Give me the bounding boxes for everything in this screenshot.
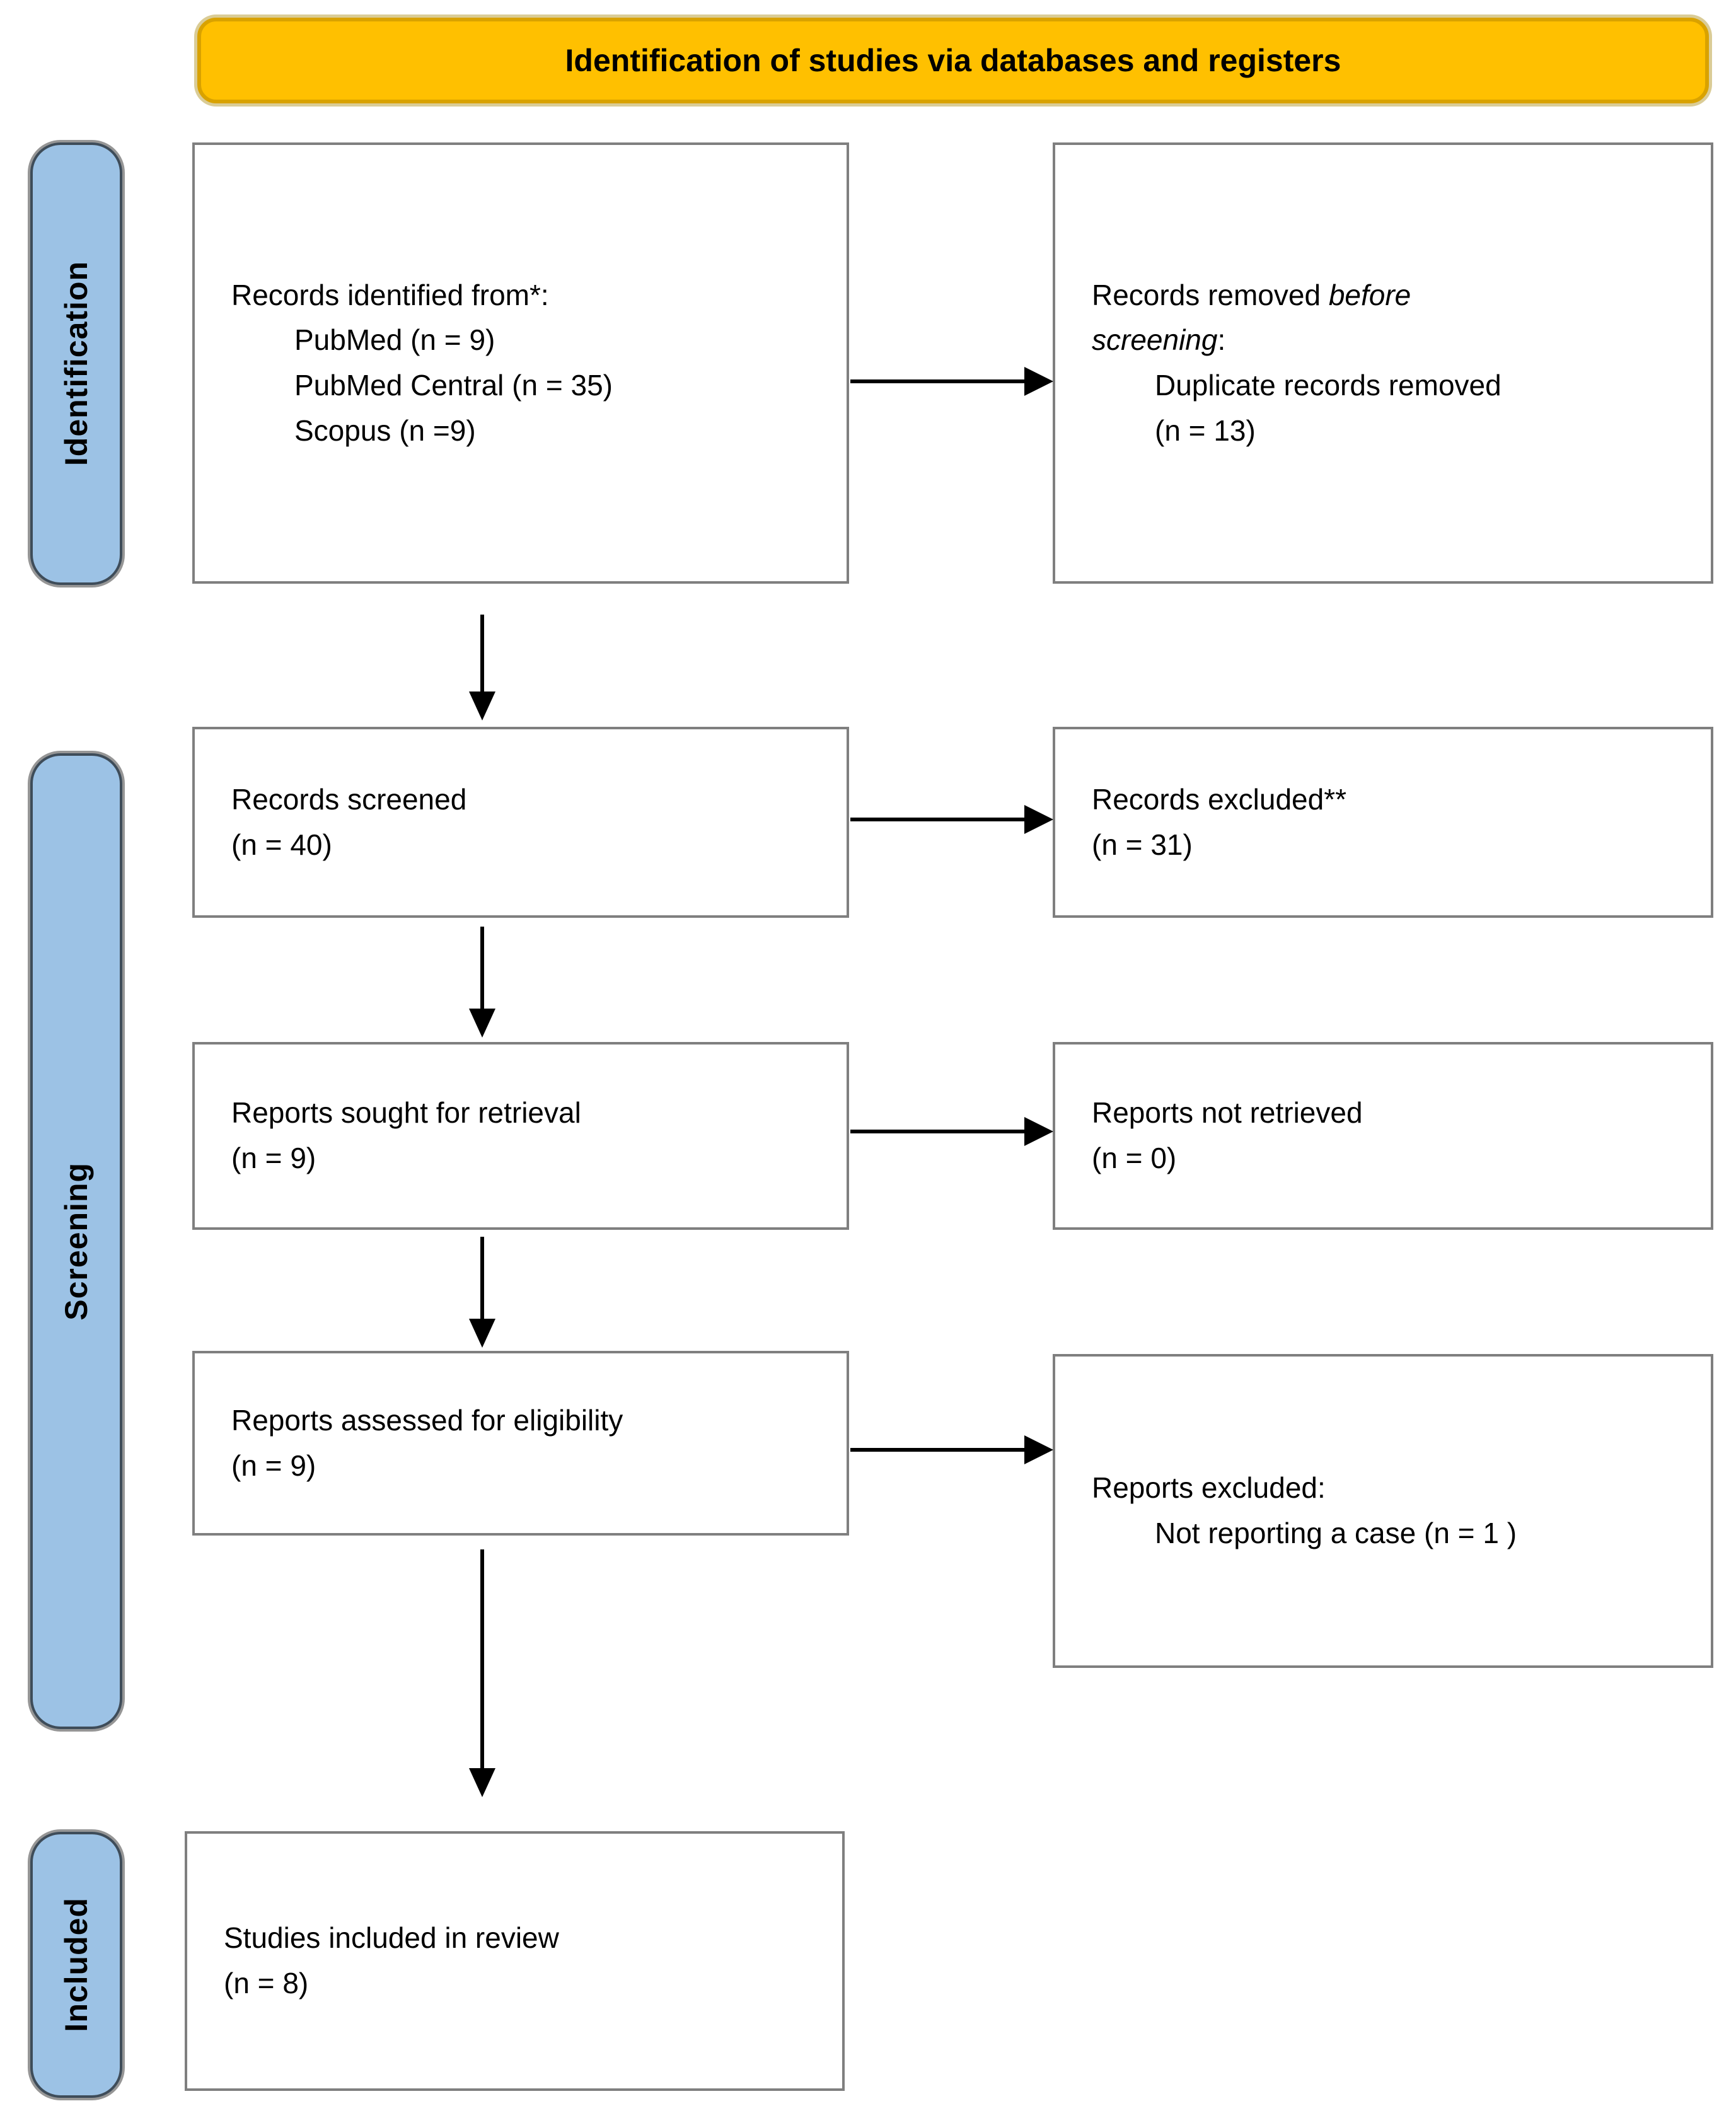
phase-label-included: Included [59, 1897, 94, 2032]
excluded-reason: Not reporting a case (n = 1 ) [1155, 1517, 1517, 1549]
box-records-removed: Records removed before screening: Duplic… [1053, 142, 1713, 584]
arrow-sought-to-assessed [480, 1237, 484, 1319]
title-colon: : [1217, 323, 1226, 357]
box-count: (n = 0) [1092, 1142, 1177, 1174]
box-title-line1: Records removed before [1092, 273, 1692, 318]
box-records-excluded: Records excluded** (n = 31) [1053, 727, 1713, 918]
box-title: Reports not retrieved [1092, 1096, 1363, 1130]
title-italic-part: before [1328, 278, 1411, 311]
box-title: Reports assessed for eligibility [231, 1403, 623, 1437]
box-reports-sought: Reports sought for retrieval (n = 9) [192, 1042, 849, 1230]
box-count: (n = 9) [231, 1142, 316, 1174]
title-normal-part: Records removed [1092, 278, 1329, 311]
arrow-assessed-to-included [480, 1549, 484, 1768]
box-reports-assessed: Reports assessed for eligibility (n = 9) [192, 1351, 849, 1536]
box-count: (n = 9) [231, 1449, 316, 1482]
box-count: (n = 40) [231, 828, 332, 861]
source-pubmed-central: PubMed Central (n = 35) [294, 369, 613, 402]
arrow-identified-to-screened [480, 615, 484, 692]
box-title: Records screened [231, 782, 467, 816]
box-count: (n = 8) [224, 1967, 309, 1999]
arrow-screened-to-sought [480, 927, 484, 1009]
box-reports-not-retrieved: Reports not retrieved (n = 0) [1053, 1042, 1713, 1230]
phase-bar-included: Included [30, 1832, 122, 2098]
source-pubmed: PubMed (n = 9) [294, 323, 495, 357]
box-title: Records excluded** [1092, 782, 1347, 816]
banner: Identification of studies via databases … [197, 18, 1709, 103]
source-scopus: Scopus (n =9) [294, 414, 476, 447]
removed-detail: Duplicate records removed [1155, 369, 1502, 402]
box-title-line2: screening: [1092, 318, 1692, 363]
box-reports-excluded: Reports excluded: Not reporting a case (… [1053, 1354, 1713, 1668]
phase-label-identification: Identification [59, 261, 94, 466]
box-title: Reports sought for retrieval [231, 1096, 581, 1130]
phase-bar-screening: Screening [30, 753, 122, 1729]
arrow-sought-to-notretrieved [850, 1130, 1024, 1133]
arrow-assessed-to-excluded [850, 1448, 1024, 1452]
title-italic-part2: screening [1092, 323, 1218, 357]
phase-bar-identification: Identification [30, 142, 122, 585]
box-studies-included: Studies included in review (n = 8) [185, 1831, 845, 2091]
banner-title: Identification of studies via databases … [565, 43, 1341, 78]
box-title: Studies included in review [224, 1921, 559, 1955]
phase-label-screening: Screening [59, 1162, 94, 1321]
box-records-identified: Records identified from*: PubMed (n = 9)… [192, 142, 849, 584]
box-title: Reports excluded: [1092, 1471, 1326, 1505]
arrow-identified-to-removed [850, 379, 1024, 383]
removed-count: (n = 13) [1155, 414, 1256, 447]
box-count: (n = 31) [1092, 828, 1193, 861]
arrow-screened-to-excluded [850, 818, 1024, 821]
box-records-screened: Records screened (n = 40) [192, 727, 849, 918]
box-title: Records identified from*: [231, 278, 549, 311]
